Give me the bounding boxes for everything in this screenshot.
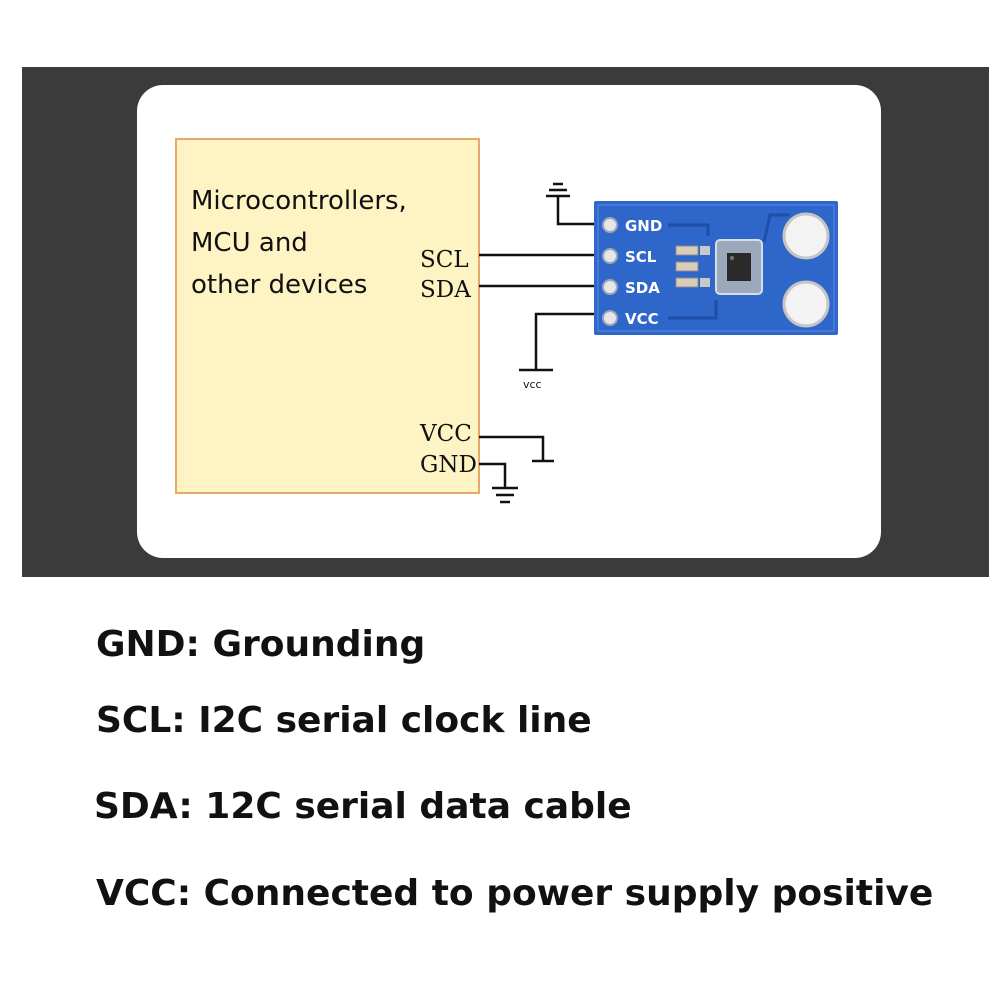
module-pin-scl: SCL: [625, 248, 657, 266]
mounting-hole-icon: [782, 280, 830, 328]
pad-sda-icon: [602, 279, 618, 295]
mcu-vcc-wire: [479, 435, 545, 461]
wires: [479, 196, 598, 488]
mcu-label-line-3: other devices: [191, 270, 367, 300]
mcu-pin-scl: SCL: [420, 247, 469, 273]
mcu-pin-vcc: VCC: [419, 421, 472, 447]
legend-sda: SDA: 12C serial data cable: [94, 786, 632, 827]
mcu-gnd-wire: [479, 462, 507, 488]
module-pin-pads: [602, 217, 618, 326]
pad-vcc-icon: [602, 310, 618, 326]
legend-gnd: GND: Grounding: [96, 624, 426, 665]
mcu-label-line-2: MCU and: [191, 228, 308, 258]
sensor-module: GND SCL SDA VCC: [594, 201, 838, 335]
mounting-hole-icon: [782, 212, 830, 260]
mcu-pin-sda: SDA: [420, 277, 471, 303]
mcu-block: Microcontrollers, MCU and other devices …: [175, 138, 480, 494]
vcc-symbol-label: vcc: [523, 378, 542, 391]
module-pin-sda: SDA: [625, 279, 660, 297]
pad-scl-icon: [602, 248, 618, 264]
smd-components: [675, 245, 710, 288]
pad-gnd-icon: [602, 217, 618, 233]
mcu-box: [175, 138, 480, 494]
mcu-pin-gnd: GND: [420, 452, 477, 478]
mcu-label-line-1: Microcontrollers,: [191, 186, 407, 216]
module-pin-gnd: GND: [625, 217, 662, 235]
legend-scl: SCL: I2C serial clock line: [96, 700, 592, 741]
legend-vcc: VCC: Connected to power supply positive: [96, 873, 934, 914]
wiring-diagram: Microcontrollers, MCU and other devices …: [175, 138, 838, 504]
module-pin-vcc: VCC: [625, 310, 659, 328]
mcu-ground-symbol-icon: [492, 486, 518, 504]
module-vcc-wire: [534, 312, 598, 370]
sensor-chip-icon: [715, 239, 763, 295]
ground-symbol-icon: [546, 182, 570, 198]
module-gnd-wire: [556, 196, 598, 226]
